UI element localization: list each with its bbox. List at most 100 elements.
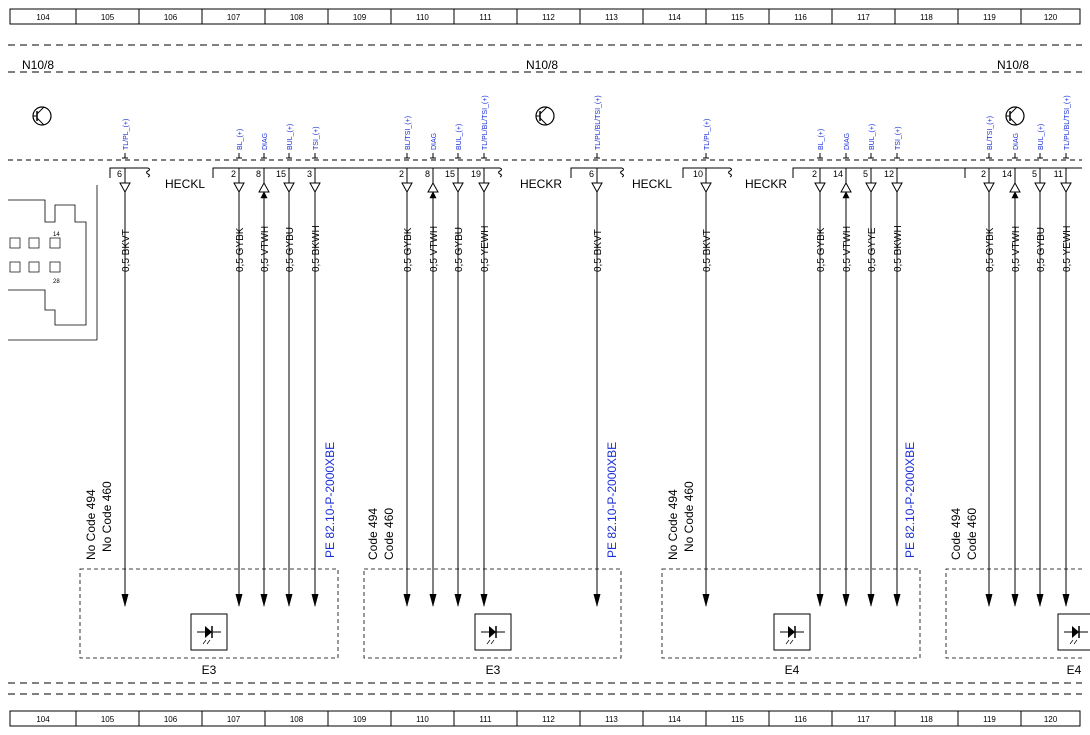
pin-wire: TL/PL/BL/TSI_(+) 11 0,5 YEWH <box>1054 95 1073 607</box>
component-label: E4 <box>785 663 800 677</box>
wire-label: 0,5 BKWH <box>893 225 904 272</box>
ruler-column-label: 118 <box>920 715 933 724</box>
signal-label: BL_(+) <box>237 129 244 150</box>
component-box <box>661 568 921 659</box>
signal-label: TSI_(+) <box>313 126 320 150</box>
component-label: E3 <box>202 663 217 677</box>
ruler-column-label: 113 <box>605 715 618 724</box>
ruler-column-label: 114 <box>668 715 681 724</box>
reference-link[interactable]: PE 82.10-P-2000XBE <box>903 442 917 558</box>
pin-number: 10 <box>693 169 703 179</box>
component-box <box>363 568 622 659</box>
pin-wire: BL_(+)20,5 GYBK <box>812 129 827 607</box>
ruler-column-label: 115 <box>731 715 744 724</box>
ruler-column-label: 108 <box>290 13 304 22</box>
pin-number: 3 <box>307 169 312 179</box>
connector-label: N10/8 <box>22 58 54 72</box>
pin-number: 19 <box>471 169 481 179</box>
wire-label: 0,5 YEWH <box>480 226 491 273</box>
wire-label: 0,5 BKVT <box>121 229 132 272</box>
led-icon <box>1057 613 1090 651</box>
reference-link[interactable]: PE 82.10-P-2000XBE <box>605 442 619 558</box>
component-label: E3 <box>486 663 501 677</box>
led-icon <box>190 613 228 651</box>
pin-number: 2 <box>812 169 817 179</box>
pin-number: 2 <box>981 169 986 179</box>
connector-pin-label: 28 <box>53 279 60 285</box>
ruler-column-label: 105 <box>101 13 115 22</box>
code-note-line: No Code 460 <box>100 481 114 552</box>
reference-link[interactable]: PE 82.10-P-2000XBE <box>323 442 337 558</box>
ruler-column-label: 112 <box>542 13 555 22</box>
signal-label: DIAG <box>1013 133 1020 150</box>
connector-pin-label: 14 <box>53 232 60 238</box>
wire-label: 0,5 YEWH <box>1062 226 1073 273</box>
wire-label: 0,5 VTWH <box>260 226 271 272</box>
signal-label: TL/PL/BL/TSI_(+) <box>482 95 489 150</box>
ruler-column-label: 110 <box>416 13 429 22</box>
pin-number: 2 <box>231 169 236 179</box>
ruler-column-label: 107 <box>227 715 241 724</box>
component-label: E4 <box>1067 663 1082 677</box>
ruler-column-label: 104 <box>36 715 50 724</box>
pin-wire: BUL_(+)50,5 GYBU <box>1032 124 1047 607</box>
connector-housing-drawing: 14 28 <box>8 185 98 341</box>
signal-label: BUL_(+) <box>287 124 294 150</box>
side-label: HECKR <box>520 177 562 191</box>
code-note: Code 494 Code 460 <box>366 508 396 560</box>
signal-label: TL/PL/BL/TSI_(+) <box>1064 95 1071 150</box>
wire-label: 0,5 BKWH <box>311 225 322 272</box>
pin-number: 6 <box>589 169 594 179</box>
pin-number: 5 <box>1032 169 1037 179</box>
signal-label: TL/PL_(+) <box>123 119 130 150</box>
ruler-column-label: 117 <box>857 13 870 22</box>
signal-label: BUL_(+) <box>456 124 463 150</box>
code-note: No Code 494 No Code 460 <box>84 481 114 560</box>
wire-label: 0,5 GYBU <box>1036 227 1047 272</box>
ruler-column-label: 114 <box>668 13 681 22</box>
ruler-column-label: 119 <box>983 13 996 22</box>
ruler-column-label: 105 <box>101 715 115 724</box>
wire-label: 0,5 GYYE <box>867 227 878 272</box>
ruler-column-label: 112 <box>542 715 555 724</box>
code-note-line: Code 494 <box>949 508 963 560</box>
code-note-line: No Code 494 <box>84 489 98 560</box>
wire-label: 0,5 VTWH <box>842 226 853 272</box>
housing-brackets <box>109 167 1082 178</box>
pin-number: 15 <box>445 169 455 179</box>
pin-number: 8 <box>256 169 261 179</box>
pin-wire: TL/PL/BL/TSI_(+)60,5 BKVT <box>589 95 604 607</box>
pin-number: 14 <box>833 169 843 179</box>
ruler-column-label: 109 <box>353 13 367 22</box>
code-note: No Code 494 No Code 460 <box>666 481 696 560</box>
led-icon <box>474 613 512 651</box>
pin-number: 12 <box>884 169 894 179</box>
pin-number: 6 <box>117 169 122 179</box>
pin-number: 14 <box>1002 169 1012 179</box>
signal-label: DIAG <box>844 133 851 150</box>
pin-number: 11 <box>1054 169 1063 179</box>
pin-wire: TL/PL_(+)100,5 BKVT <box>693 119 713 607</box>
code-note-line: No Code 494 <box>666 489 680 560</box>
pin-wire: BUL_(+)150,5 GYBU <box>276 124 296 607</box>
pin-wire: BUL_(+)50,5 GYYE <box>863 124 878 607</box>
pin-wire: BL/TSI_(+)20,5 GYBK <box>399 116 414 607</box>
signal-label: TL/PL_(+) <box>704 119 711 150</box>
wire-label: 0,5 GYBU <box>285 227 296 272</box>
wire-label: 0,5 GYBK <box>235 227 246 272</box>
wire-label: 0,5 BKVT <box>593 229 604 272</box>
pin-wire: TSI_(+) 3 0,5 BKWH <box>307 126 322 607</box>
pin-number: 2 <box>399 169 404 179</box>
signal-label: DIAG <box>431 133 438 150</box>
wire-label: 0,5 GYBK <box>403 227 414 272</box>
wire-label: 0,5 VTWH <box>429 226 440 272</box>
signal-label: BL/TSI_(+) <box>987 116 994 150</box>
ruler-column-label: 120 <box>1044 13 1058 22</box>
